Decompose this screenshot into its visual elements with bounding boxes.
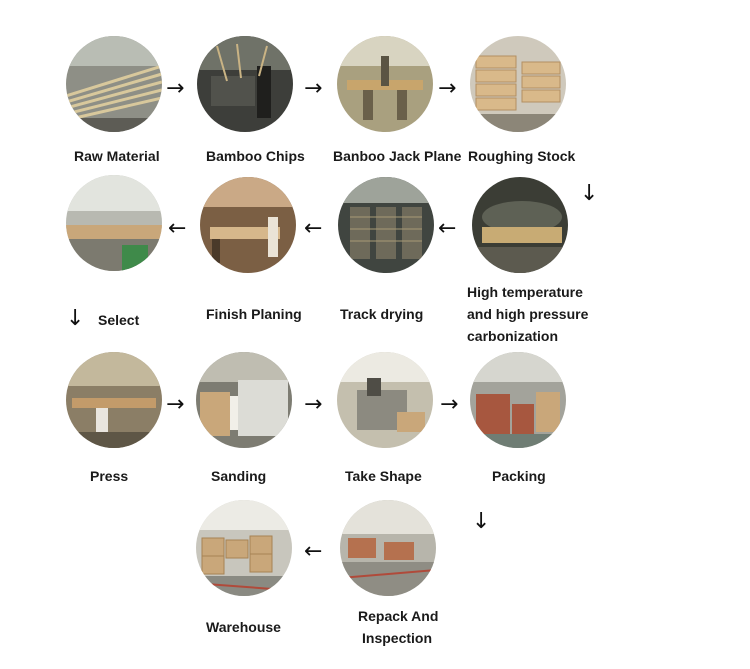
repack-line-2: Inspection [358,627,468,649]
step-label-sanding: Sanding [211,465,266,487]
finish-planing-photo [200,177,296,273]
step-label-bamboo-chips: Bamboo Chips [206,145,305,167]
arrow-left: ← [304,541,322,563]
step-label-roughing-stock: Roughing Stock [468,145,575,167]
repack-line-1: Repack And [358,605,468,627]
raw-material-photo [66,36,162,132]
arrow-right: → [440,394,458,416]
step-label-raw-material: Raw Material [74,145,160,167]
arrow-down: ↓ [580,183,598,205]
track-drying-photo [338,177,434,273]
carbonization-line-2: and high pressure [467,303,627,325]
arrow-right: → [166,394,184,416]
bamboo-chips-photo [197,36,293,132]
step-label-carbonization: High temperature and high pressure carbo… [467,281,627,347]
arrow-left: ← [438,218,456,240]
arrow-right: → [166,78,184,100]
step-label-repack-inspection: Repack And Inspection [358,605,468,649]
roughing-stock-photo [470,36,566,132]
carbonization-photo [472,177,568,273]
jack-plane-photo [337,36,433,132]
step-label-jack-plane: Banboo Jack Plane [333,145,461,167]
step-label-select: Select [98,309,139,331]
step-label-take-shape: Take Shape [345,465,422,487]
step-label-press: Press [90,465,128,487]
arrow-left: ← [168,218,186,240]
arrow-left: ← [304,218,322,240]
arrow-right: → [438,78,456,100]
warehouse-photo [196,500,292,596]
repack-inspection-photo [340,500,436,596]
arrow-right: → [304,78,322,100]
take-shape-photo [337,352,433,448]
step-label-warehouse: Warehouse [206,616,281,638]
carbonization-line-3: carbonization [467,325,627,347]
arrow-down: ↓ [472,511,490,533]
step-label-finish-planing: Finish Planing [206,303,302,325]
press-photo [66,352,162,448]
step-label-track-drying: Track drying [340,303,423,325]
arrow-down: ↓ [66,308,84,330]
packing-photo [470,352,566,448]
finished-boards-photo [66,175,162,271]
step-label-packing: Packing [492,465,546,487]
arrow-right: → [304,394,322,416]
carbonization-line-1: High temperature [467,281,627,303]
sanding-photo [196,352,292,448]
